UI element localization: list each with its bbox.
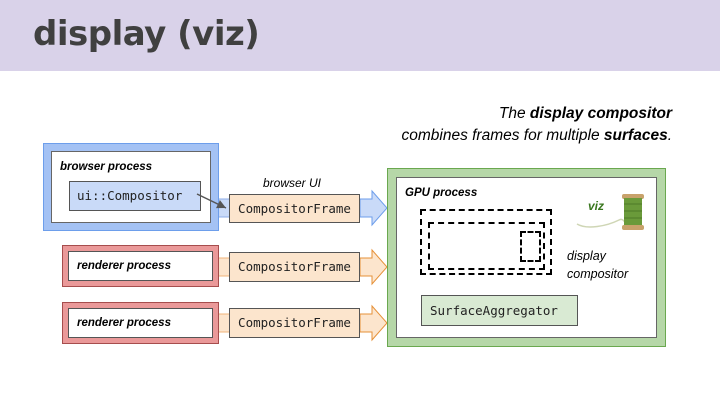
caption-text: . (667, 127, 672, 144)
display-compositor-label: display compositor (567, 247, 628, 283)
browser-ui-label: browser UI (263, 176, 322, 190)
small-surface (520, 231, 541, 262)
inner-surface (428, 222, 545, 270)
gpu-process-label: GPU process (405, 187, 478, 199)
browser-process-inner: browser process ui::Compositor (51, 151, 211, 223)
renderer-process-box: renderer process (62, 302, 219, 344)
outer-surface (420, 209, 552, 275)
caption-text: combines frames for multiple (401, 127, 604, 144)
viz-logo-text: viz (588, 199, 605, 213)
gpu-process-box: GPU process display compositor SurfaceAg… (387, 168, 666, 347)
browser-frame-arrow (359, 189, 388, 227)
title-bar: display (viz) (0, 0, 720, 71)
browser-process-box: browser process ui::Compositor (43, 143, 219, 231)
renderer-process-label: renderer process (68, 251, 213, 281)
caption: The display compositor combines frames f… (401, 103, 672, 147)
page-title: display (viz) (33, 14, 260, 54)
thread-spool-icon (576, 194, 644, 230)
browser-compositor-frame: CompositorFrame (229, 194, 360, 223)
renderer-frame-arrow (359, 248, 388, 286)
caption-emphasis: display compositor (529, 105, 672, 122)
caption-text: The (498, 105, 530, 122)
renderer-frame-arrow (359, 304, 388, 342)
gpu-process-inner: GPU process display compositor SurfaceAg… (396, 177, 657, 338)
renderer-process-label: renderer process (68, 308, 213, 338)
ui-compositor-box: ui::Compositor (69, 181, 201, 211)
caption-emphasis: surfaces (603, 127, 668, 144)
renderer-compositor-frame: CompositorFrame (229, 252, 360, 282)
display-compositor-line1: display (567, 249, 606, 263)
surface-aggregator-box: SurfaceAggregator (421, 295, 578, 326)
renderer-process-box: renderer process (62, 245, 219, 287)
browser-process-label: browser process (60, 161, 153, 173)
compositor-to-frame-arrow (196, 193, 227, 209)
display-compositor-line2: compositor (567, 267, 629, 281)
renderer-compositor-frame: CompositorFrame (229, 308, 360, 338)
